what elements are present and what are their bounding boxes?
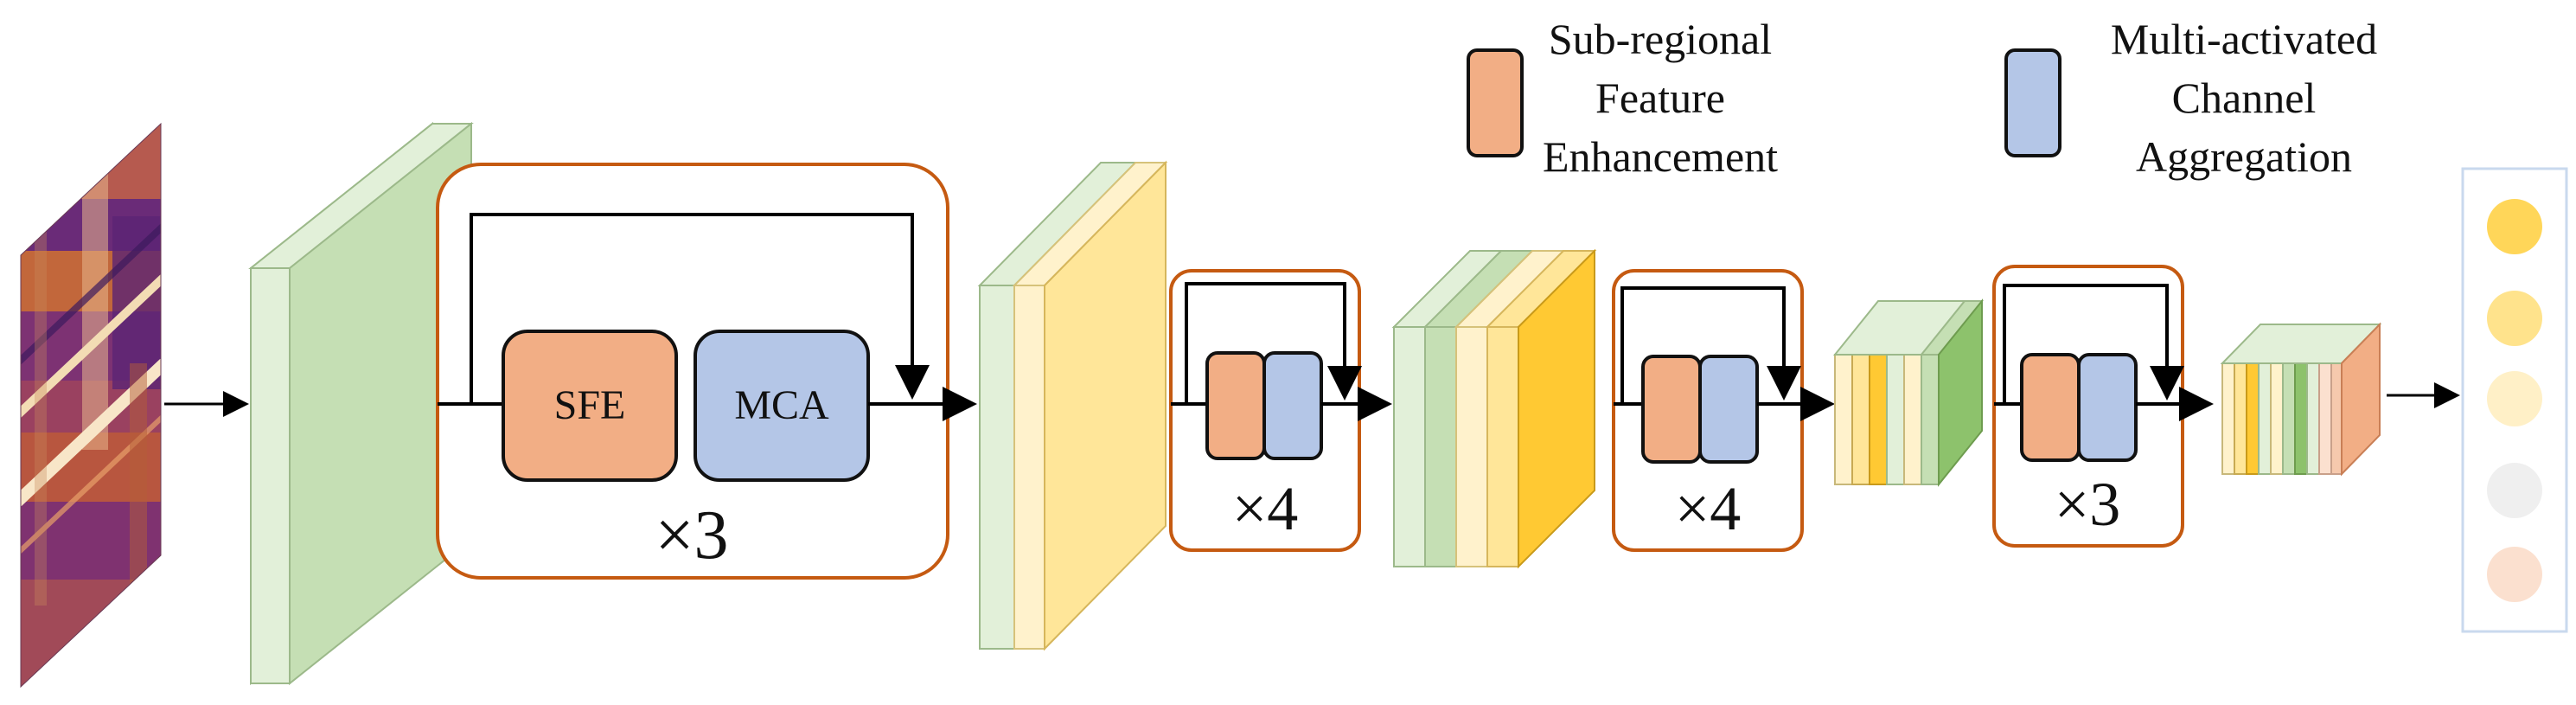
output-dot — [2487, 371, 2542, 426]
sfe-label: SFE — [554, 382, 626, 428]
feature-map-1 — [248, 121, 474, 686]
mca-mini-block — [2077, 353, 2138, 462]
legend-sfe-line3: Enhancement — [1543, 132, 1778, 181]
output-dot — [2487, 463, 2542, 518]
sfe-block — [502, 330, 678, 482]
legend-sfe-line2: Feature — [1595, 74, 1725, 122]
legend-mca-line3: Aggregation — [2136, 132, 2352, 181]
output-dot — [2487, 291, 2542, 346]
sfe-mini-block — [2020, 353, 2081, 462]
feature-map-3 — [1391, 248, 1597, 569]
mca-mini-block — [1698, 355, 1759, 464]
block-group-4: ×3 — [1992, 265, 2184, 548]
feature-map-2 — [977, 160, 1168, 651]
block-group-2: ×4 — [1169, 269, 1362, 552]
repeat-label-4: ×3 — [2055, 470, 2121, 539]
output-dot — [2487, 547, 2542, 602]
legend-sfe-swatch — [1467, 48, 1524, 157]
feature-map-5 — [2220, 322, 2382, 477]
legend-mca-line1: Multi-activated — [2111, 15, 2377, 63]
mca-mini-block — [1262, 351, 1323, 460]
legend-mca-line2: Channel — [2172, 74, 2317, 122]
block-group-3: ×4 — [1612, 269, 1804, 552]
legend-sfe-line1: Sub-regional — [1549, 15, 1772, 63]
feature-map-4 — [1832, 298, 1985, 487]
repeat-label-1: ×3 — [655, 497, 728, 574]
legend-mca-swatch — [2004, 48, 2061, 157]
output-dot — [2487, 199, 2542, 254]
output-vector — [2461, 167, 2568, 633]
repeat-label-2: ×4 — [1232, 474, 1299, 543]
repeat-label-3: ×4 — [1675, 474, 1742, 543]
block-group-1: SFE MCA ×3 — [436, 163, 949, 580]
legend: Sub-regional Feature Enhancement Multi-a… — [1467, 15, 2377, 181]
input-spectrogram — [20, 122, 162, 689]
sfe-mini-block — [1205, 351, 1266, 460]
sfe-mini-block — [1641, 355, 1702, 464]
mca-label: MCA — [734, 382, 829, 428]
